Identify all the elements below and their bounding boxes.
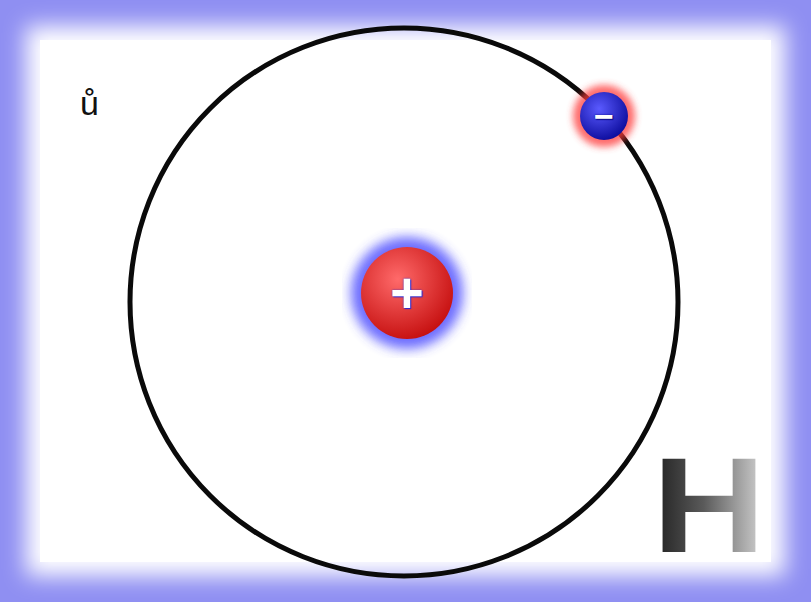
electron: − [564, 76, 644, 156]
electron-orbit [130, 28, 678, 576]
proton-nucleus: + [342, 228, 472, 358]
element-symbol: H [652, 438, 766, 573]
charge-sign: − [564, 76, 644, 156]
stray-letter: ů [80, 86, 99, 120]
white-ground [26, 26, 785, 576]
charge-sign: + [342, 228, 472, 358]
